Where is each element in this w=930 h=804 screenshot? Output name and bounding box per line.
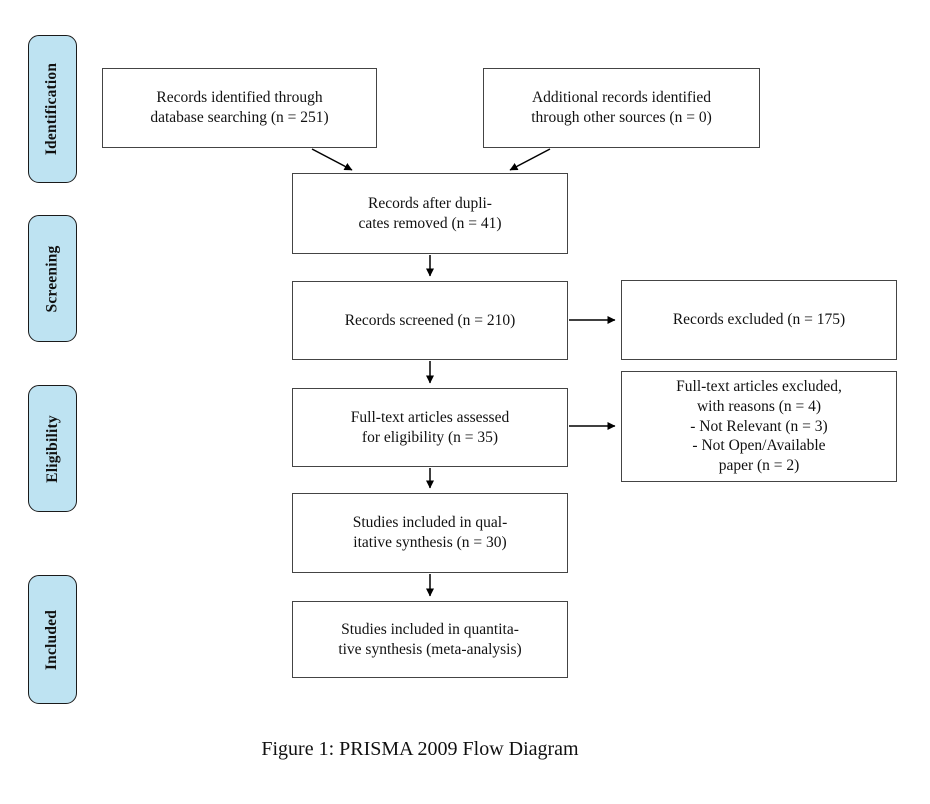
node-duplicates-removed: Records after dupli- cates removed (n = … xyxy=(292,173,568,254)
stage-eligibility: Eligibility xyxy=(28,385,77,512)
node-fulltext-assessed-text: Full-text articles assessed for eligibil… xyxy=(350,408,510,446)
node-quantitative-synthesis: Studies included in quantita- tive synth… xyxy=(292,601,568,678)
node-records-identified-text: Records identified through database sear… xyxy=(150,89,329,126)
node-fulltext-assessed: Full-text articles assessed for eligibil… xyxy=(292,388,568,467)
node-records-excluded: Records excluded (n = 175) xyxy=(621,280,897,360)
node-fulltext-excluded-text: Full-text articles excluded, with reason… xyxy=(676,377,842,475)
node-duplicates-removed-text: Records after dupli- cates removed (n = … xyxy=(358,194,502,232)
node-quantitative-synthesis-text: Studies included in quantita- tive synth… xyxy=(338,620,522,658)
node-qualitative-synthesis-text: Studies included in qual- itative synthe… xyxy=(352,514,508,551)
arrow-additional-to-duplicates xyxy=(509,148,551,171)
node-records-identified: Records identified through database sear… xyxy=(102,68,377,148)
stage-screening: Screening xyxy=(28,215,77,342)
stage-identification-label: Identification xyxy=(43,62,61,156)
stage-eligibility-label: Eligibility xyxy=(43,414,61,483)
stage-included: Included xyxy=(28,575,77,704)
arrow-identified-to-duplicates xyxy=(311,148,353,171)
node-records-excluded-text: Records excluded (n = 175) xyxy=(672,311,846,328)
node-records-screened-text: Records screened (n = 210) xyxy=(344,311,516,329)
stage-screening-label: Screening xyxy=(43,245,61,312)
node-records-screened: Records screened (n = 210) xyxy=(292,281,568,360)
figure-caption: Figure 1: PRISMA 2009 Flow Diagram xyxy=(261,738,579,760)
node-fulltext-excluded: Full-text articles excluded, with reason… xyxy=(621,371,897,482)
node-additional-records: Additional records identified through ot… xyxy=(483,68,760,148)
stage-included-label: Included xyxy=(43,609,61,670)
node-additional-records-text: Additional records identified through ot… xyxy=(531,89,712,126)
stage-identification: Identification xyxy=(28,35,77,183)
node-qualitative-synthesis: Studies included in qual- itative synthe… xyxy=(292,493,568,573)
